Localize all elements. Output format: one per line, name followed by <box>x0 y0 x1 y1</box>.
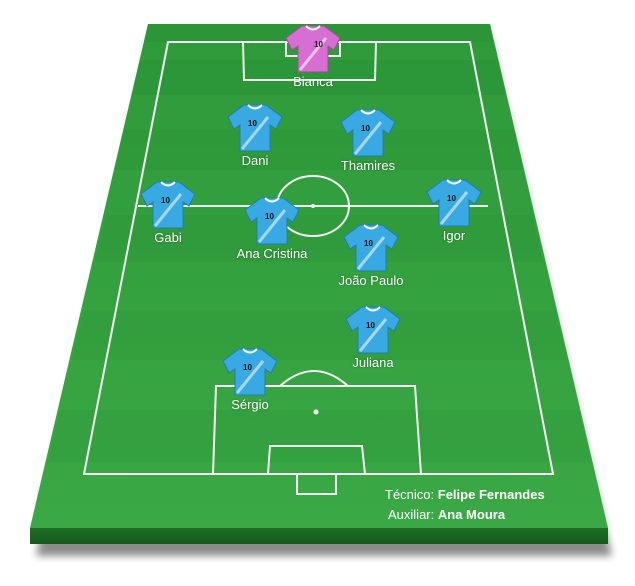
player-name: Ana Cristina <box>236 246 308 261</box>
player-card[interactable]: 10 Ana Cristina <box>217 196 327 261</box>
svg-text:10: 10 <box>161 196 170 205</box>
goalkeeper-shirt-icon: 10 <box>285 25 341 73</box>
player-name: Thamires <box>340 158 396 173</box>
bottom-penalty-box <box>212 385 422 475</box>
player-card[interactable]: 10 Dani <box>200 103 310 168</box>
svg-text:10: 10 <box>447 194 456 203</box>
player-name: Sérgio <box>231 397 269 412</box>
player-card[interactable]: 10 Gabi <box>113 180 223 245</box>
coach-name: Felipe Fernandes <box>437 487 545 502</box>
pitch-edge <box>30 528 608 544</box>
player-card[interactable]: 10 Sérgio <box>195 347 305 412</box>
outfield-shirt-icon: 10 <box>345 306 401 354</box>
svg-text:10: 10 <box>265 212 274 221</box>
player-card[interactable]: 10 Igor <box>399 178 509 243</box>
player-card[interactable]: 10 Juliana <box>318 305 428 370</box>
outfield-shirt-icon: 10 <box>140 181 196 229</box>
player-name: João Paulo <box>338 273 404 288</box>
svg-text:10: 10 <box>361 124 370 133</box>
coach-label: Técnico: <box>385 487 435 502</box>
outfield-shirt-icon: 10 <box>340 109 396 157</box>
player-name: Bianca <box>293 74 333 89</box>
outfield-shirt-icon: 10 <box>426 179 482 227</box>
pitch-surface <box>30 24 608 528</box>
assistant-line: Auxiliar: Ana Moura <box>388 507 505 522</box>
outfield-shirt-icon: 10 <box>343 224 399 272</box>
player-name: Igor <box>442 228 466 243</box>
player-name: Gabi <box>154 230 182 245</box>
player-goalkeeper[interactable]: 10 Bianca <box>258 24 368 89</box>
player-name: Juliana <box>352 355 394 370</box>
player-card[interactable]: 10 Thamires <box>313 108 423 173</box>
player-card[interactable]: 10 João Paulo <box>316 223 426 288</box>
assistant-name: Ana Moura <box>437 507 506 522</box>
svg-text:10: 10 <box>366 321 375 330</box>
bottom-penalty-arc <box>279 370 349 387</box>
svg-text:10: 10 <box>314 40 323 49</box>
bottom-goal-area <box>267 445 366 475</box>
top-penalty-box <box>242 41 377 81</box>
player-name: Dani <box>241 153 269 168</box>
outfield-shirt-icon: 10 <box>227 104 283 152</box>
assistant-label: Auxiliar: <box>388 507 435 522</box>
outfield-shirt-icon: 10 <box>244 197 300 245</box>
svg-text:10: 10 <box>248 119 257 128</box>
svg-text:10: 10 <box>243 363 252 372</box>
svg-text:10: 10 <box>364 239 373 248</box>
bottom-goal <box>296 474 337 495</box>
pitch-boundary <box>82 41 555 475</box>
outfield-shirt-icon: 10 <box>222 348 278 396</box>
coach-line: Técnico: Felipe Fernandes <box>385 487 545 502</box>
